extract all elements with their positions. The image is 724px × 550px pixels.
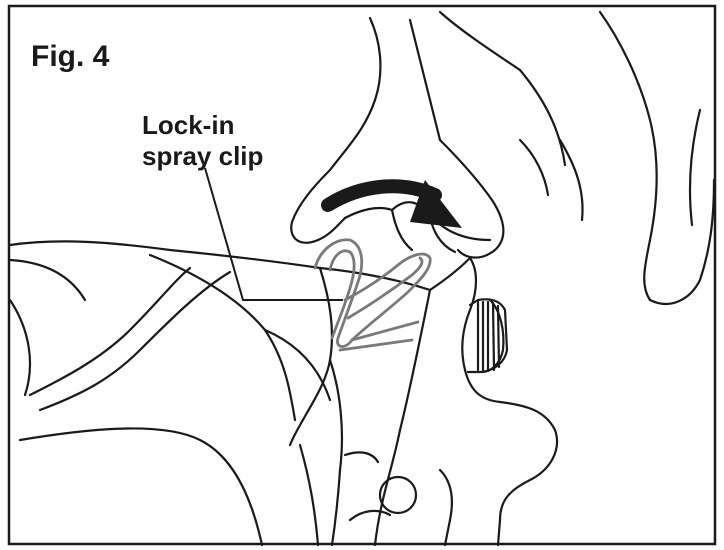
figure-frame <box>7 4 717 546</box>
callout-line-2: spray clip <box>142 141 264 171</box>
trigger-pivot <box>378 475 418 515</box>
spray-gun-body <box>8 240 432 547</box>
lock-in-spray-clip <box>313 238 432 352</box>
hand <box>290 10 716 305</box>
figure-label: Fig. 4 <box>31 40 110 73</box>
adjustment-knob <box>466 298 509 374</box>
callout-label: Lock-in spray clip <box>142 110 263 172</box>
callout-leader-line <box>204 167 343 301</box>
rotation-arrow <box>321 179 462 228</box>
callout-line-1: Lock-in <box>142 110 235 140</box>
trigger-assembly <box>343 256 559 547</box>
